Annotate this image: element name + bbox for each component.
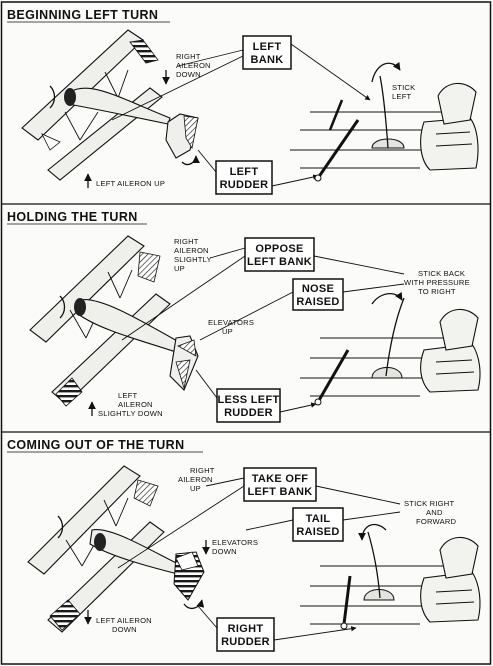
pilot-seat: [420, 117, 479, 171]
cockpit-1: [290, 61, 479, 182]
right-aileron-slightly-up: [137, 251, 161, 283]
left-aileron-slightly-down: [55, 377, 83, 407]
right-aileron-up: [133, 479, 159, 507]
label-left-aileron-1: LEFT AILERON UP: [96, 179, 165, 188]
elevators-up: [177, 339, 197, 357]
section-2-title: HOLDING THE TURN: [7, 210, 138, 224]
section-3-title: COMING OUT OF THE TURN: [7, 438, 185, 452]
biplane-2: [29, 235, 199, 407]
rudder-left: [183, 115, 199, 150]
left-aileron-down: [49, 599, 81, 631]
upper-wing: [27, 465, 141, 575]
cockpit-2: [300, 291, 481, 406]
upper-wing: [29, 235, 145, 343]
section-1-title: BEGINNING LEFT TURN: [7, 8, 158, 22]
right-aileron-down: [129, 39, 159, 64]
cockpit-3: [300, 523, 481, 630]
biplane-1: [21, 29, 199, 181]
biplane-3: [27, 465, 205, 633]
